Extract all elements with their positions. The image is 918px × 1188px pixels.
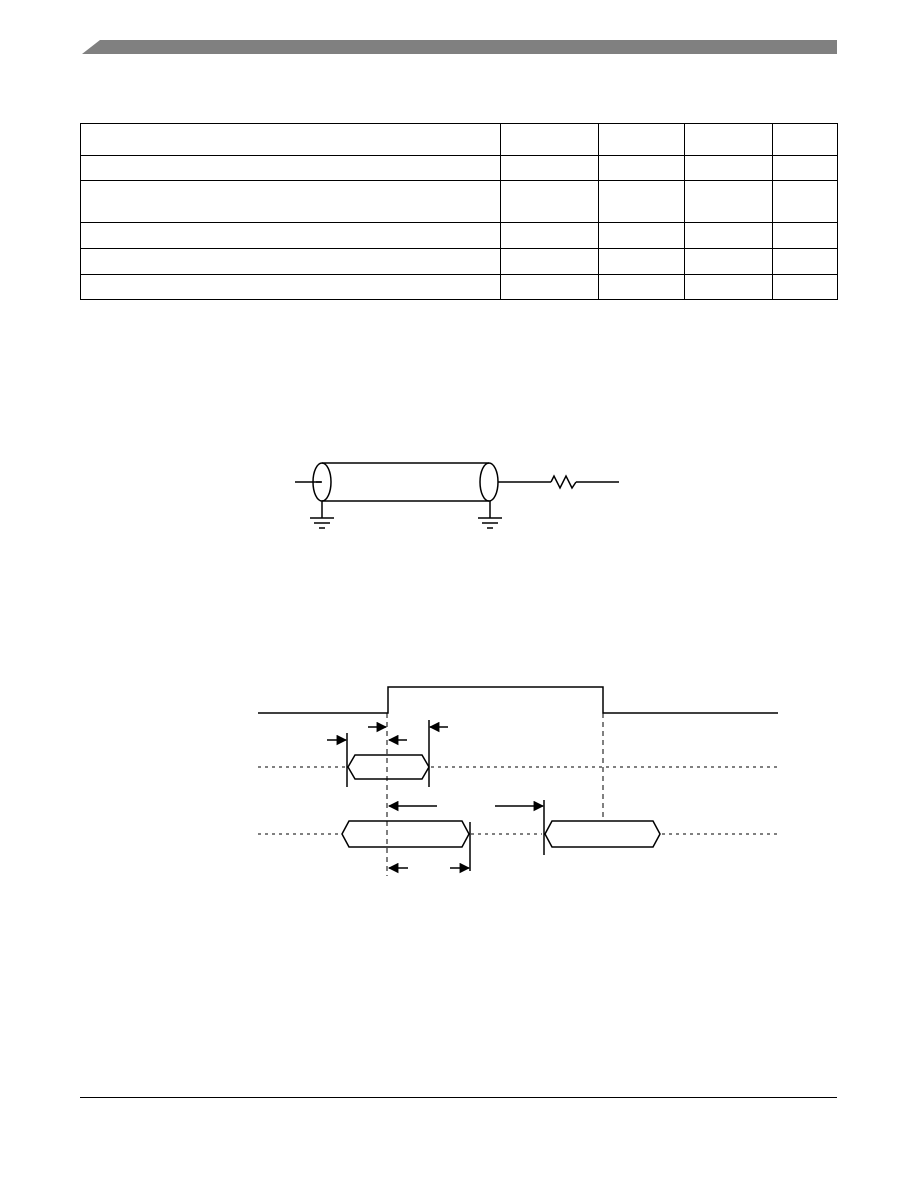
table-cell: [500, 122, 599, 157]
table-cell: [598, 221, 685, 249]
header-bar-shape: [82, 40, 837, 54]
clock-waveform: [258, 686, 778, 714]
table-cell: [80, 273, 501, 301]
output-data-window-2: [544, 820, 661, 848]
table-cell: [80, 180, 501, 223]
output-data-window-1: [341, 820, 470, 848]
transmission-line-circuit: [295, 462, 619, 529]
resistor-symbol: [550, 474, 577, 490]
table-cell: [80, 155, 501, 182]
table-cell: [684, 221, 773, 249]
table-cell: [684, 122, 773, 157]
header-bar: [82, 40, 837, 54]
table-cell: [500, 155, 599, 182]
table-cell: [598, 273, 685, 301]
table-cell: [598, 247, 685, 275]
table-row: [80, 247, 838, 275]
table-cell: [772, 247, 838, 275]
table-cell: [598, 155, 685, 182]
table-cell: [500, 273, 599, 301]
table-row: [80, 155, 838, 182]
table-cell: [772, 122, 838, 157]
table-cell: [500, 180, 599, 223]
ground-icon: [310, 517, 334, 529]
table-row: [80, 273, 838, 301]
table-row: [80, 180, 838, 223]
spec-table: [80, 122, 838, 301]
table-cell: [80, 247, 501, 275]
table-cell: [684, 155, 773, 182]
input-data-valid-window: [347, 754, 430, 780]
table-cell: [500, 221, 599, 249]
table-cell: [684, 180, 773, 223]
table-row: [80, 221, 838, 249]
table-header-row: [80, 122, 838, 157]
table-cell: [772, 221, 838, 249]
ground-icon: [478, 517, 502, 529]
table-cell: [772, 273, 838, 301]
table-cell: [80, 221, 501, 249]
footer-rule: [80, 1097, 837, 1098]
table-cell: [598, 122, 685, 157]
table-cell: [500, 247, 599, 275]
table-cell: [684, 247, 773, 275]
table-cell: [80, 122, 501, 157]
timing-diagram: [258, 686, 778, 876]
cable-right-end: [479, 462, 499, 502]
table-cell: [772, 155, 838, 182]
table-cell: [598, 180, 685, 223]
table-cell: [772, 180, 838, 223]
table-cell: [684, 273, 773, 301]
